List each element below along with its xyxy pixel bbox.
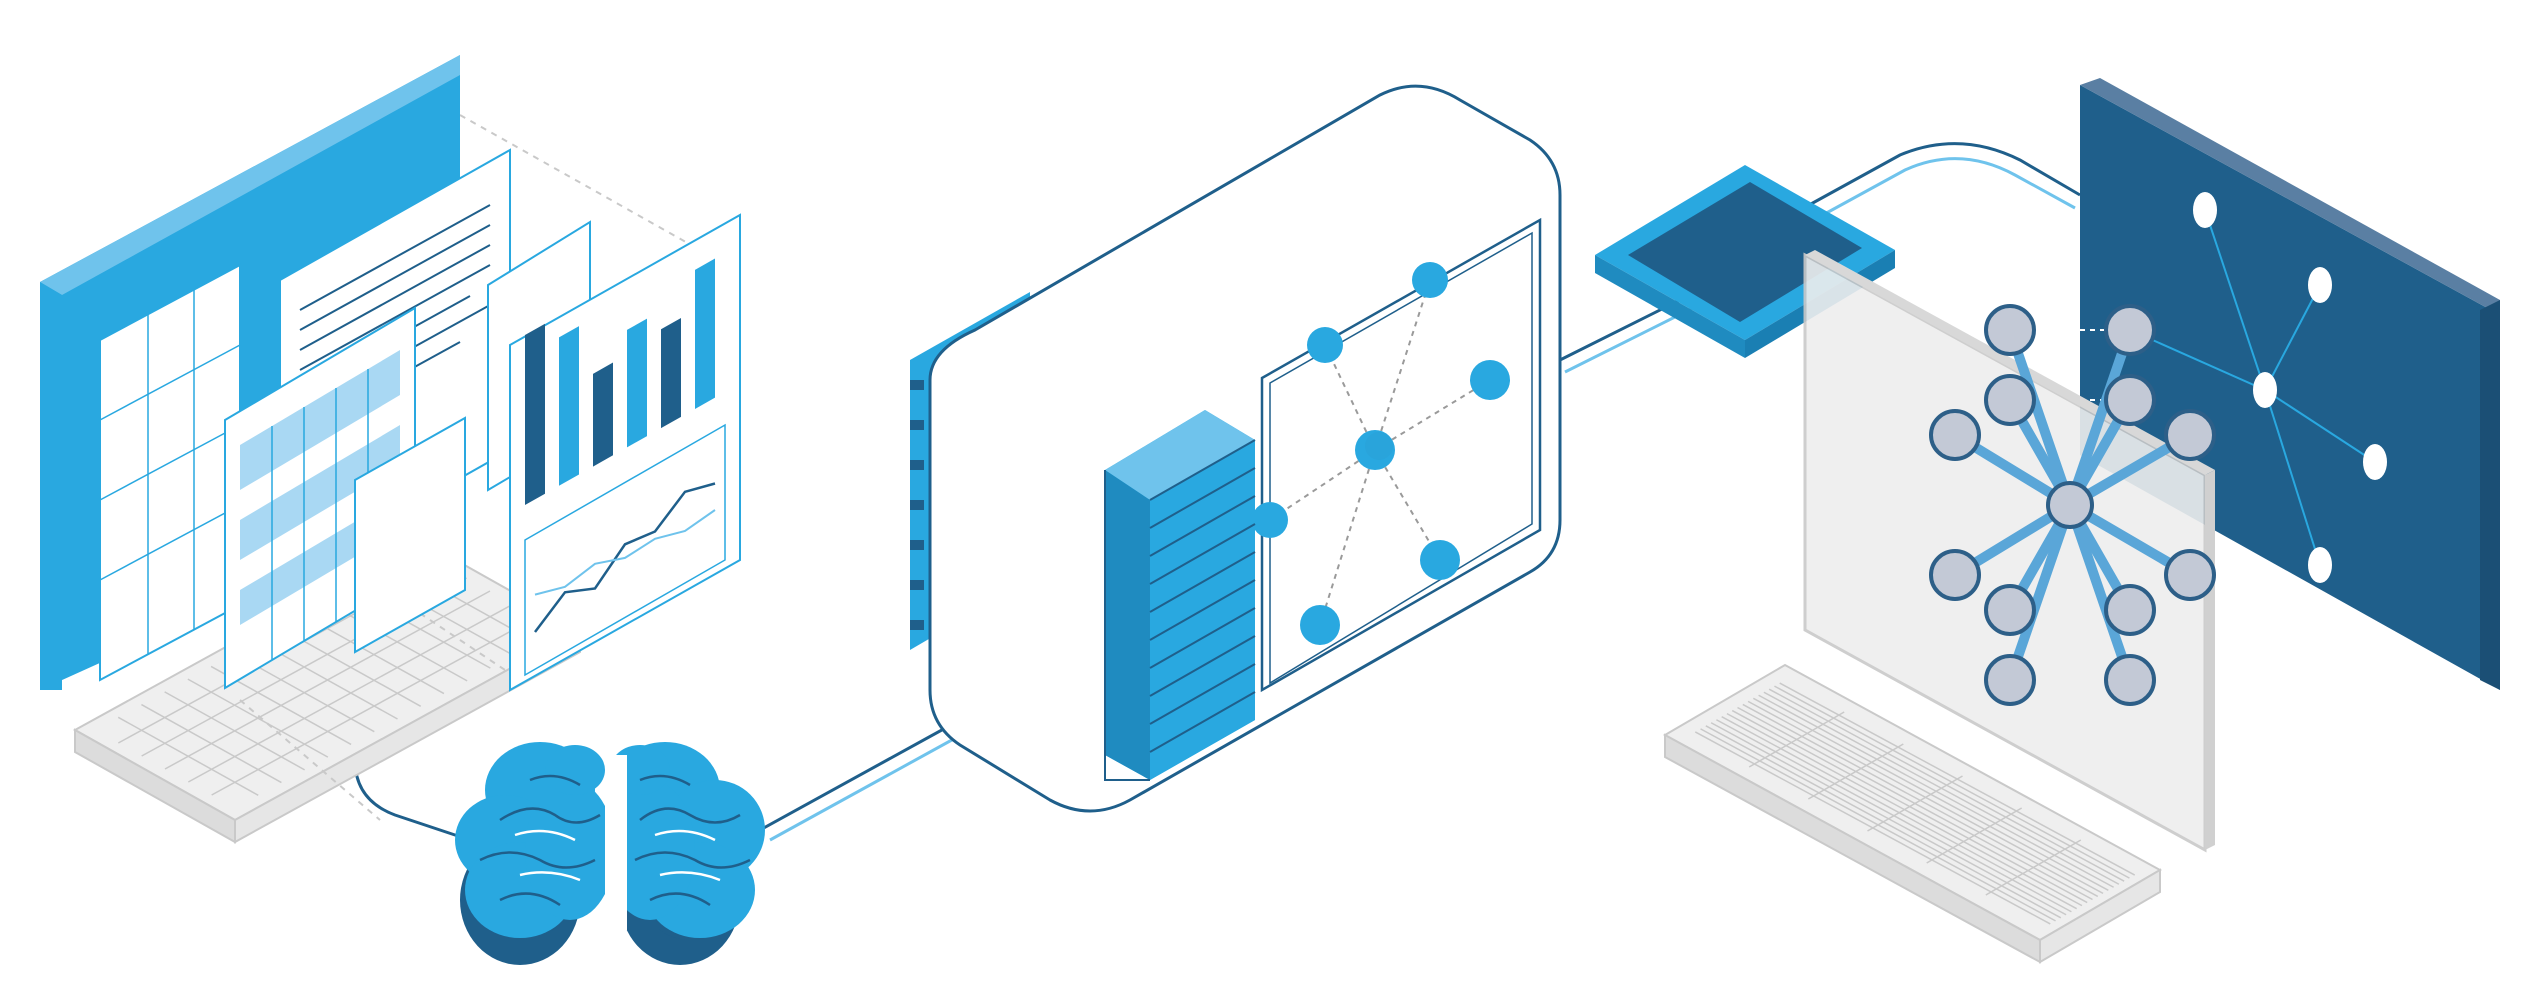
rack-slat — [1149, 691, 1256, 753]
brain-icon — [455, 742, 765, 965]
data-documents-stack-icon — [40, 55, 741, 844]
wire-chip-to-display — [1799, 142, 2081, 212]
rack-slat — [1149, 635, 1256, 697]
brain-folds — [479, 774, 751, 907]
brain-left-hemisphere — [455, 742, 615, 938]
blank-document — [354, 416, 466, 654]
chart-document — [509, 213, 741, 692]
bar-4 — [627, 318, 647, 448]
brain-right-hemisphere — [605, 742, 765, 938]
wire-brain-to-unit-2 — [769, 728, 971, 842]
bar-1 — [525, 323, 545, 505]
unit-network-window — [1252, 217, 1542, 693]
rack-slat — [1149, 551, 1256, 613]
bar-chart-panel — [525, 258, 715, 505]
rack-slat — [1149, 607, 1256, 669]
rack-slat — [1149, 523, 1256, 585]
bar-6 — [695, 258, 715, 409]
rack-slat — [1149, 439, 1256, 501]
back-panel-right-edge — [40, 282, 62, 690]
unit-server-rack — [1104, 410, 1256, 781]
rack-slat — [1149, 579, 1256, 641]
right-keyboard — [1662, 663, 2163, 964]
neural-network-graph — [1929, 304, 2216, 706]
line-chart-panel-secondary — [534, 509, 716, 596]
wire-brain-to-unit — [759, 718, 961, 832]
wire-chip-to-display-2 — [1809, 157, 2076, 224]
neural-network-nodes — [1929, 304, 2216, 706]
connection-wires — [353, 142, 2081, 842]
rack-slat — [1149, 663, 1256, 725]
ai-processing-unit-icon — [910, 84, 1562, 813]
unit-network-nodes — [1252, 262, 1510, 645]
back-panel-top — [40, 55, 460, 295]
neural-network-display-icon — [1662, 78, 2500, 964]
line-chart-panel — [534, 482, 716, 633]
left-keyboard — [72, 538, 583, 844]
bar-2 — [559, 326, 579, 486]
rack-slat — [1149, 467, 1256, 529]
rack-slat — [1149, 495, 1256, 557]
dark-network-panel — [2080, 78, 2500, 690]
bar-3 — [593, 362, 613, 467]
bar-5 — [661, 317, 681, 429]
